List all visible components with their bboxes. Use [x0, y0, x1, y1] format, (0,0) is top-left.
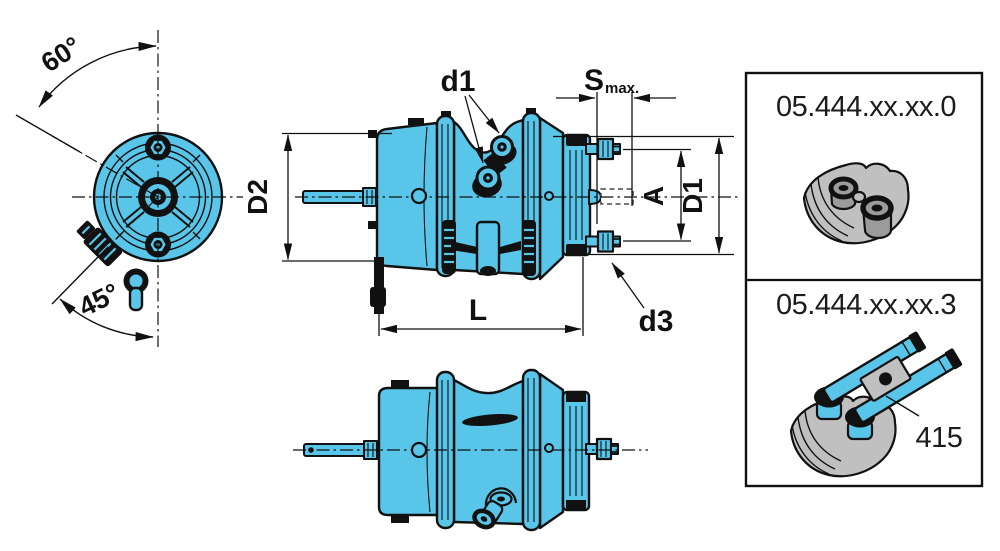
part-number-top: 05.444.xx.xx.0 [776, 91, 956, 123]
front-view: 60° 45° [15, 30, 243, 347]
label-D1: D1 [677, 178, 708, 214]
panel-bottom: 05.444.xx.xx.3 [776, 289, 963, 478]
label-L: L [469, 294, 487, 327]
side-view-top [295, 108, 740, 314]
service-chamber-bottom [377, 380, 442, 523]
mounting-bracket [370, 257, 386, 314]
dimension-a: A [623, 148, 691, 242]
dimension-D1: D1 [553, 135, 734, 256]
front-drain-fitting [123, 268, 149, 312]
dimension-d3: d3 [611, 262, 674, 338]
rear-stud-bottom [585, 437, 619, 461]
callout-leader [885, 395, 920, 417]
pipe-kit-icon [789, 331, 963, 478]
clamp-bolt-stack-2 [522, 220, 536, 276]
air-port-bridge [483, 151, 507, 177]
dimension-d2: D2 [242, 132, 392, 262]
front-port-fitting [76, 220, 123, 267]
label-s: S [584, 64, 604, 97]
bottom-fitting [472, 487, 518, 530]
part-number-bottom: 05.444.xx.xx.3 [776, 289, 956, 321]
drain-port [451, 220, 521, 276]
parts-panel: 05.444.xx.xx.0 05.444.xx.xx.3 [744, 71, 984, 488]
air-port-2 [472, 165, 502, 198]
dimension-L: L [378, 257, 584, 336]
label-d1: d1 [440, 65, 475, 98]
dimension-d1-ports: d1 [440, 65, 500, 164]
callout-415: 415 [916, 422, 963, 454]
side-view-bottom [293, 368, 648, 532]
label-60deg: 60° [36, 31, 87, 78]
body-hole-bottom-2 [544, 443, 554, 453]
port-section-icon [802, 162, 910, 245]
label-d3: d3 [638, 305, 673, 338]
clamp-bolt-stack-1 [442, 220, 456, 274]
panel-top: 05.444.xx.xx.0 [776, 91, 957, 245]
body-hole-2 [544, 191, 554, 201]
front-spokes [122, 166, 194, 228]
label-D2: D2 [242, 179, 273, 215]
label-A: A [638, 186, 669, 206]
label-s-max: max. [605, 80, 639, 97]
mounting-stud-bottom [585, 230, 621, 253]
body-hole-1 [410, 187, 428, 205]
mounting-stud-top [585, 137, 621, 161]
brake-chamber-front-icon [76, 131, 224, 312]
body-hole-bottom-1 [410, 441, 428, 459]
air-port-1 [490, 135, 517, 165]
